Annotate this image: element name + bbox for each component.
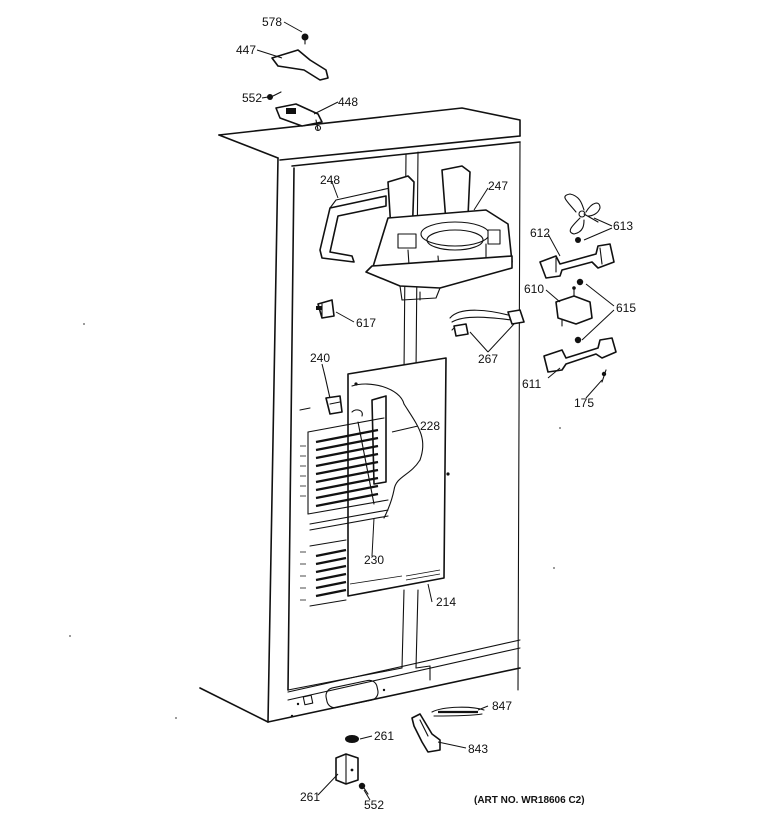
- label-615: 615: [616, 301, 636, 315]
- label-613: 613: [613, 219, 633, 233]
- label-611: 611: [522, 377, 541, 391]
- label-447: 447: [236, 43, 256, 57]
- label-843: 843: [468, 742, 488, 756]
- label-228: 228: [420, 419, 440, 433]
- harness-267: [449, 309, 525, 337]
- label-552-bottom: 552: [364, 798, 384, 812]
- label-261-top: 261: [374, 729, 394, 743]
- label-240: 240: [310, 351, 330, 365]
- motor-610: [555, 278, 593, 344]
- evaporator-coil-230: [299, 395, 389, 607]
- label-175: 175: [574, 396, 594, 410]
- label-267: 267: [478, 352, 498, 366]
- bracket-611: [543, 337, 617, 373]
- label-214: 214: [436, 595, 456, 609]
- fan-housing-247: [365, 165, 513, 301]
- screw-552-top: [267, 91, 282, 100]
- label-248: 248: [320, 173, 340, 187]
- screw-552-bottom: [358, 782, 369, 795]
- label-448: 448: [338, 95, 358, 109]
- bracket-447: [271, 49, 329, 81]
- sensor-240: [323, 371, 343, 415]
- label-230: 230: [364, 553, 384, 567]
- label-261-bottom: 261: [300, 790, 320, 804]
- label-552-top: 552: [242, 91, 262, 105]
- clip-617: [316, 299, 335, 319]
- label-247: 247: [488, 179, 508, 193]
- cabinet-liner: [199, 107, 521, 723]
- leader-lines: [256, 21, 615, 801]
- bracket-261-bottom: [335, 753, 359, 785]
- bracket-612: [539, 243, 615, 279]
- label-610: 610: [524, 282, 544, 296]
- part-843: [411, 713, 441, 753]
- label-578: 578: [262, 15, 282, 29]
- part-847: [431, 706, 485, 717]
- label-847: 847: [492, 699, 512, 713]
- screw-578: [301, 33, 309, 45]
- part-labels: 578 447 552 448 248 247 613 612 610 615 …: [236, 15, 636, 812]
- clip-261-top: [345, 735, 359, 743]
- clip-448: [275, 103, 323, 132]
- label-612: 612: [530, 226, 550, 240]
- art-number: (ART NO. WR18606 C2): [474, 795, 585, 806]
- scan-specks: [69, 323, 561, 719]
- duct-248: [319, 187, 391, 263]
- fan-blade-613: [564, 193, 601, 243]
- screw-175: [601, 369, 607, 383]
- label-617: 617: [356, 316, 376, 330]
